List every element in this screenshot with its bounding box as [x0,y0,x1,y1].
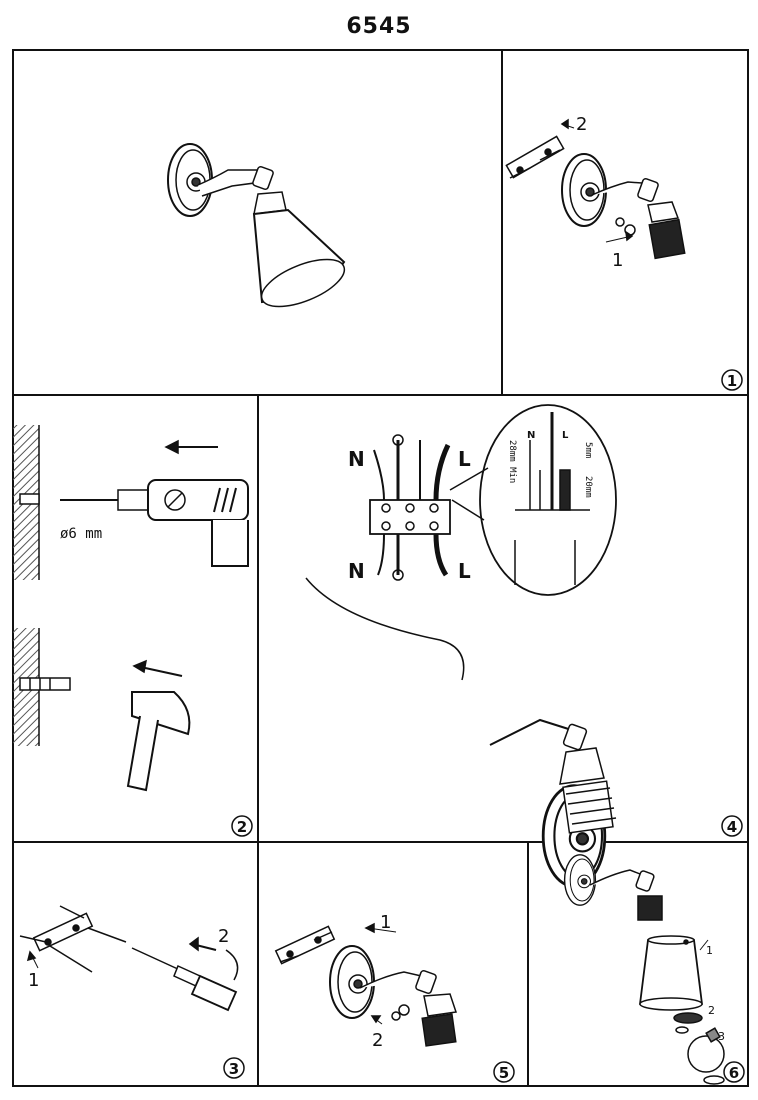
svg-text:6: 6 [729,1064,739,1082]
model-number: 6545 [346,14,412,39]
step-2-illustration [13,425,249,792]
dim-5mm-label: 5mm [583,442,593,458]
step-3-badge: 3 [223,1057,245,1079]
svg-text:5: 5 [499,1064,509,1082]
p1-arrow-label-1: 1 [612,250,623,271]
p3-arrow-label-2: 2 [218,926,229,947]
svg-text:3: 3 [229,1060,239,1078]
svg-text:2: 2 [237,818,247,836]
strip-length-label: 28mm Min [507,440,517,483]
p5-arrow-label-2: 2 [372,1030,383,1051]
p1-arrow-label-2: 2 [576,114,587,135]
step-5-badge: 5 [493,1061,515,1083]
wire-label-neutral-bottom: N [348,559,365,583]
p6-arrow-label-1: 1 [706,944,713,957]
p3-arrow-label-1: 1 [28,970,39,991]
step-1-badge: 1 [721,369,743,391]
overview-lamp-illustration [167,143,346,308]
detail-n-label: N [527,430,535,441]
step-4-wiring-illustration [305,404,617,888]
dim-20mm-label: 20mm [583,476,593,498]
step-2-badge: 2 [231,815,253,837]
svg-text:4: 4 [727,818,737,836]
p5-arrow-label-1: 1 [380,912,391,933]
step-4-badge: 4 [721,815,743,837]
p6-arrow-label-3: 3 [718,1030,725,1043]
step-6-badge: 6 [723,1061,745,1083]
wire-label-live-top: L [458,447,471,471]
step-5-illustration [274,922,457,1047]
detail-l-label: L [562,430,569,441]
svg-text:1: 1 [727,372,737,390]
wire-label-neutral-top: N [348,447,365,471]
p6-arrow-label-2: 2 [708,1004,715,1017]
step-6-illustration [563,854,725,1085]
wire-label-live-bottom: L [458,559,471,583]
drill-size-label: ø6 mm [60,526,102,542]
step-1-illustration [505,118,686,260]
step-3-illustration [19,905,239,1012]
